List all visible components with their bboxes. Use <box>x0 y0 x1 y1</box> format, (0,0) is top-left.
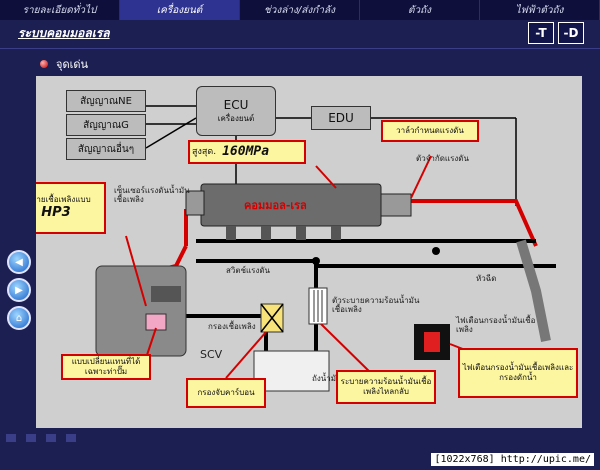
edu-label: EDU <box>328 111 354 125</box>
leader-limiter <box>410 155 432 199</box>
home-button[interactable]: ⌂ <box>7 306 31 330</box>
warning-callout: ไฟเตือนกรองน้ำมันเชื้อเพลิงและกรองดักน้ำ <box>458 348 578 398</box>
leader-scv <box>145 327 157 359</box>
junction-dot-1 <box>432 247 440 255</box>
rail-outlet-3 <box>296 226 306 240</box>
resolution-text: [1022x768] <box>434 454 495 465</box>
rail-outlet-1 <box>226 226 236 240</box>
pressure-callout: สูงสุด. 160MPa <box>188 140 306 164</box>
next-button[interactable]: ▶ <box>7 278 31 302</box>
check-valve-label: สวิตช์แรงดัน <box>226 266 271 275</box>
fuel-tank-label: ถังน้ำมัน <box>312 374 342 383</box>
home-icon: ⌂ <box>15 312 23 324</box>
hp3-pump <box>95 265 187 357</box>
cooler-callout: ระบายความร้อนน้ำมันเชื้อเพลิงไหลกลับ <box>336 370 436 404</box>
cooler-callout-text: ระบายความร้อนน้ำมันเชื้อเพลิงไหลกลับ <box>340 377 432 396</box>
fuel-filter-label: กรองเชื้อเพลิง <box>208 322 256 331</box>
limiter-callout: วาล์วกำหนดแรงดัน <box>381 120 479 142</box>
fuel-tank <box>253 350 330 392</box>
warning-lamp-icon <box>424 332 440 352</box>
d-button[interactable]: -D <box>558 22 584 44</box>
top-nav: รายละเอียดทั่วไป เครื่องยนต์ ช่วงล่าง/ส่… <box>0 0 600 20</box>
sensor-other-box: สัญญาณอื่นๆ <box>66 138 146 160</box>
sensor-ne-box: สัญญาณNE <box>66 90 146 112</box>
sensor-g-label: สัญญาณG <box>83 119 129 131</box>
page-title: ระบบคอมมอลเรล <box>18 26 110 40</box>
sensor-ne-label: สัญญาณNE <box>80 95 132 107</box>
pump-head <box>151 286 181 302</box>
sensor-other-label: สัญญาณอื่นๆ <box>77 143 135 155</box>
pump-callout: ปั๊มจ่ายเชื้อเพลิงแบบ HP3 <box>36 182 106 234</box>
filter-cross-2 <box>260 303 284 333</box>
tab-general[interactable]: รายละเอียดทั่วไป <box>0 0 120 20</box>
t-button[interactable]: -T <box>528 22 554 44</box>
toolbar-page-icon[interactable] <box>46 434 56 442</box>
section-label: จุดเด่น <box>56 58 89 71</box>
warning-light-label: ไฟเตือนกรองน้ำมันเชื้อเพลิง <box>456 316 536 335</box>
rail-outlet-2 <box>261 226 271 240</box>
valve-callout-text: แบบเปลี่ยนแทนที่ได้เฉพาะท่าปั๊ม <box>71 357 141 376</box>
leader-filter <box>225 331 267 379</box>
injector-label: หัวฉีด <box>476 274 497 283</box>
tab-body[interactable]: ตัวถัง <box>360 0 480 20</box>
rail-label: คอมมอล-เรล <box>244 199 307 212</box>
resolution-badge: [1022x768] http://upic.me/ <box>431 453 594 466</box>
pump-callout-model: HP3 <box>41 205 71 220</box>
scv-body <box>145 313 167 331</box>
bullet-icon <box>40 60 48 68</box>
warning-callout-text: ไฟเตือนกรองน้ำมันเชื้อเพลิงและกรองดักน้ำ <box>462 363 574 382</box>
filter-callout-text: กรองจับคาร์บอน <box>197 388 255 398</box>
section-heading: จุดเด่น <box>40 55 88 73</box>
pressure-sensor-label: เซ็นเซอร์แรงดันน้ำมันเชื้อเพลิง <box>114 186 190 205</box>
injector-body <box>516 239 551 342</box>
valve-callout: แบบเปลี่ยนแทนที่ได้เฉพาะท่าปั๊ม <box>61 354 151 380</box>
toolbar-edit-icon[interactable] <box>26 434 36 442</box>
arrow-right-icon: ▶ <box>15 284 23 296</box>
edu-box: EDU <box>311 106 371 130</box>
scv-label: SCV <box>200 348 223 361</box>
pressure-label: สูงสุด. <box>192 146 217 157</box>
diagram-svg <box>95 105 556 392</box>
ecu-box: ECU เครื่องยนต์ <box>196 86 276 136</box>
leader-cooler <box>320 323 377 379</box>
pump-callout-text: ปั๊มจ่ายเชื้อเพลิงแบบ <box>36 195 91 205</box>
junction-dot-2 <box>312 257 320 265</box>
pressure-limiter-body <box>380 193 412 217</box>
tab-engine[interactable]: เครื่องยนต์ <box>120 0 240 20</box>
back-button[interactable]: ◀ <box>7 250 31 274</box>
pressure-value: 160MPa <box>222 144 270 160</box>
leader-pressure <box>315 165 337 189</box>
source-url-text: http://upic.me/ <box>500 454 591 465</box>
title-divider <box>0 48 600 49</box>
pressure-limiter-label: ตัวจำกัดแรงดัน <box>416 154 469 163</box>
tab-body-electrical[interactable]: ไฟฟ้าตัวถัง <box>480 0 600 20</box>
fuel-cooler-label: ตัวระบายความร้อนน้ำมันเชื้อเพลิง <box>332 296 420 315</box>
toolbar-prev-icon[interactable] <box>6 434 16 442</box>
ecu-label: ECU <box>223 97 249 112</box>
rail-sensor-body <box>185 190 205 216</box>
bottom-toolbar <box>0 430 600 446</box>
sensor-g-box: สัญญาณG <box>66 114 146 136</box>
toolbar-menu-icon[interactable] <box>66 434 76 442</box>
hp-pipe-2 <box>381 199 538 247</box>
rail-outlet-4 <box>331 226 341 240</box>
other-line <box>145 117 197 149</box>
leader-pump <box>125 235 147 307</box>
arrow-left-icon: ◀ <box>15 256 23 268</box>
limiter-callout-text: วาล์วกำหนดแรงดัน <box>396 126 464 136</box>
diagram-panel: สัญญาณNE สัญญาณG สัญญาณอื่นๆ ECU เครื่อง… <box>36 76 582 428</box>
tab-chassis[interactable]: ช่วงล่าง/ส่งกำลัง <box>240 0 360 20</box>
filter-callout: กรองจับคาร์บอน <box>186 378 266 408</box>
ecu-sublabel: เครื่องยนต์ <box>217 113 255 123</box>
